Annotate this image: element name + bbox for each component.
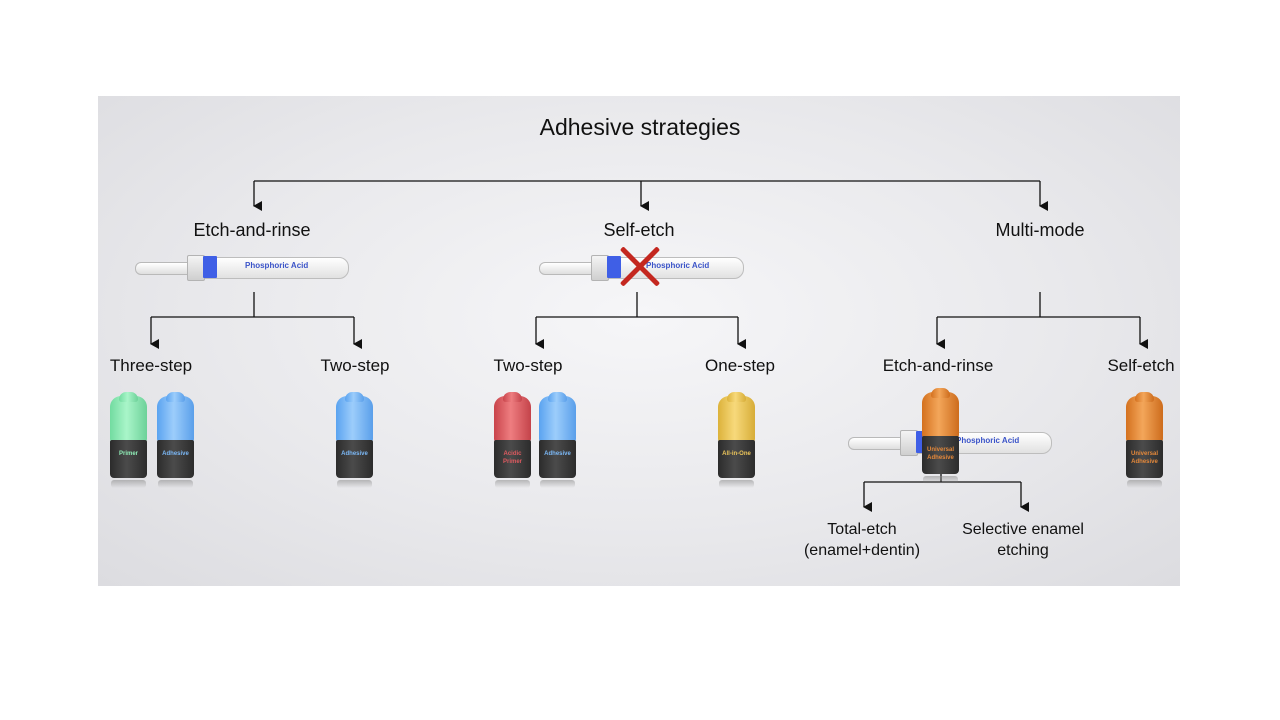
- label-two-step-etch-and-rinse: Two-step: [320, 356, 390, 375]
- label-multi-mode-etch-and-rinse: Etch-and-rinse: [882, 356, 994, 375]
- label-total-etch: Total-etch (enamel+dentin): [803, 521, 921, 559]
- label-selective-enamel-etching: Selective enamel etching: [962, 521, 1084, 559]
- cross-icon: [618, 246, 662, 290]
- universal-adhesive-bottle: Universal Adhesive: [922, 388, 959, 484]
- label-self-etch: Self-etch: [603, 220, 675, 240]
- diagram-title: Adhesive strategies: [539, 114, 741, 140]
- phosphoric-acid-syringe-etch-and-rinse: Phosphoric Acid: [135, 253, 349, 281]
- syringe-label: Phosphoric Acid: [646, 261, 710, 270]
- label-etch-and-rinse: Etch-and-rinse: [193, 220, 311, 240]
- universal-adhesive-bottle: Universal Adhesive: [1126, 392, 1163, 488]
- label-one-step: One-step: [705, 356, 775, 375]
- syringe-label: Phosphoric Acid: [245, 261, 309, 270]
- adhesive-bottle: Adhesive: [539, 392, 576, 488]
- all-in-one-bottle: All-in-One: [718, 392, 755, 488]
- label-two-step-self-etch: Two-step: [493, 356, 563, 375]
- slide: Adhesive strategies Etch-and-rinse Self-…: [98, 96, 1180, 586]
- label-multi-mode: Multi-mode: [995, 220, 1085, 240]
- connector-lines: [150, 180, 1148, 512]
- label-three-step: Three-step: [109, 356, 193, 375]
- syringe-label: Phosphoric Acid: [956, 436, 1020, 445]
- primer-bottle: Primer: [110, 392, 147, 488]
- adhesive-bottle: Adhesive: [157, 392, 194, 488]
- acidic-primer-bottle: Acidic Primer: [494, 392, 531, 488]
- label-multi-mode-self-etch: Self-etch: [1107, 356, 1175, 375]
- adhesive-bottle: Adhesive: [336, 392, 373, 488]
